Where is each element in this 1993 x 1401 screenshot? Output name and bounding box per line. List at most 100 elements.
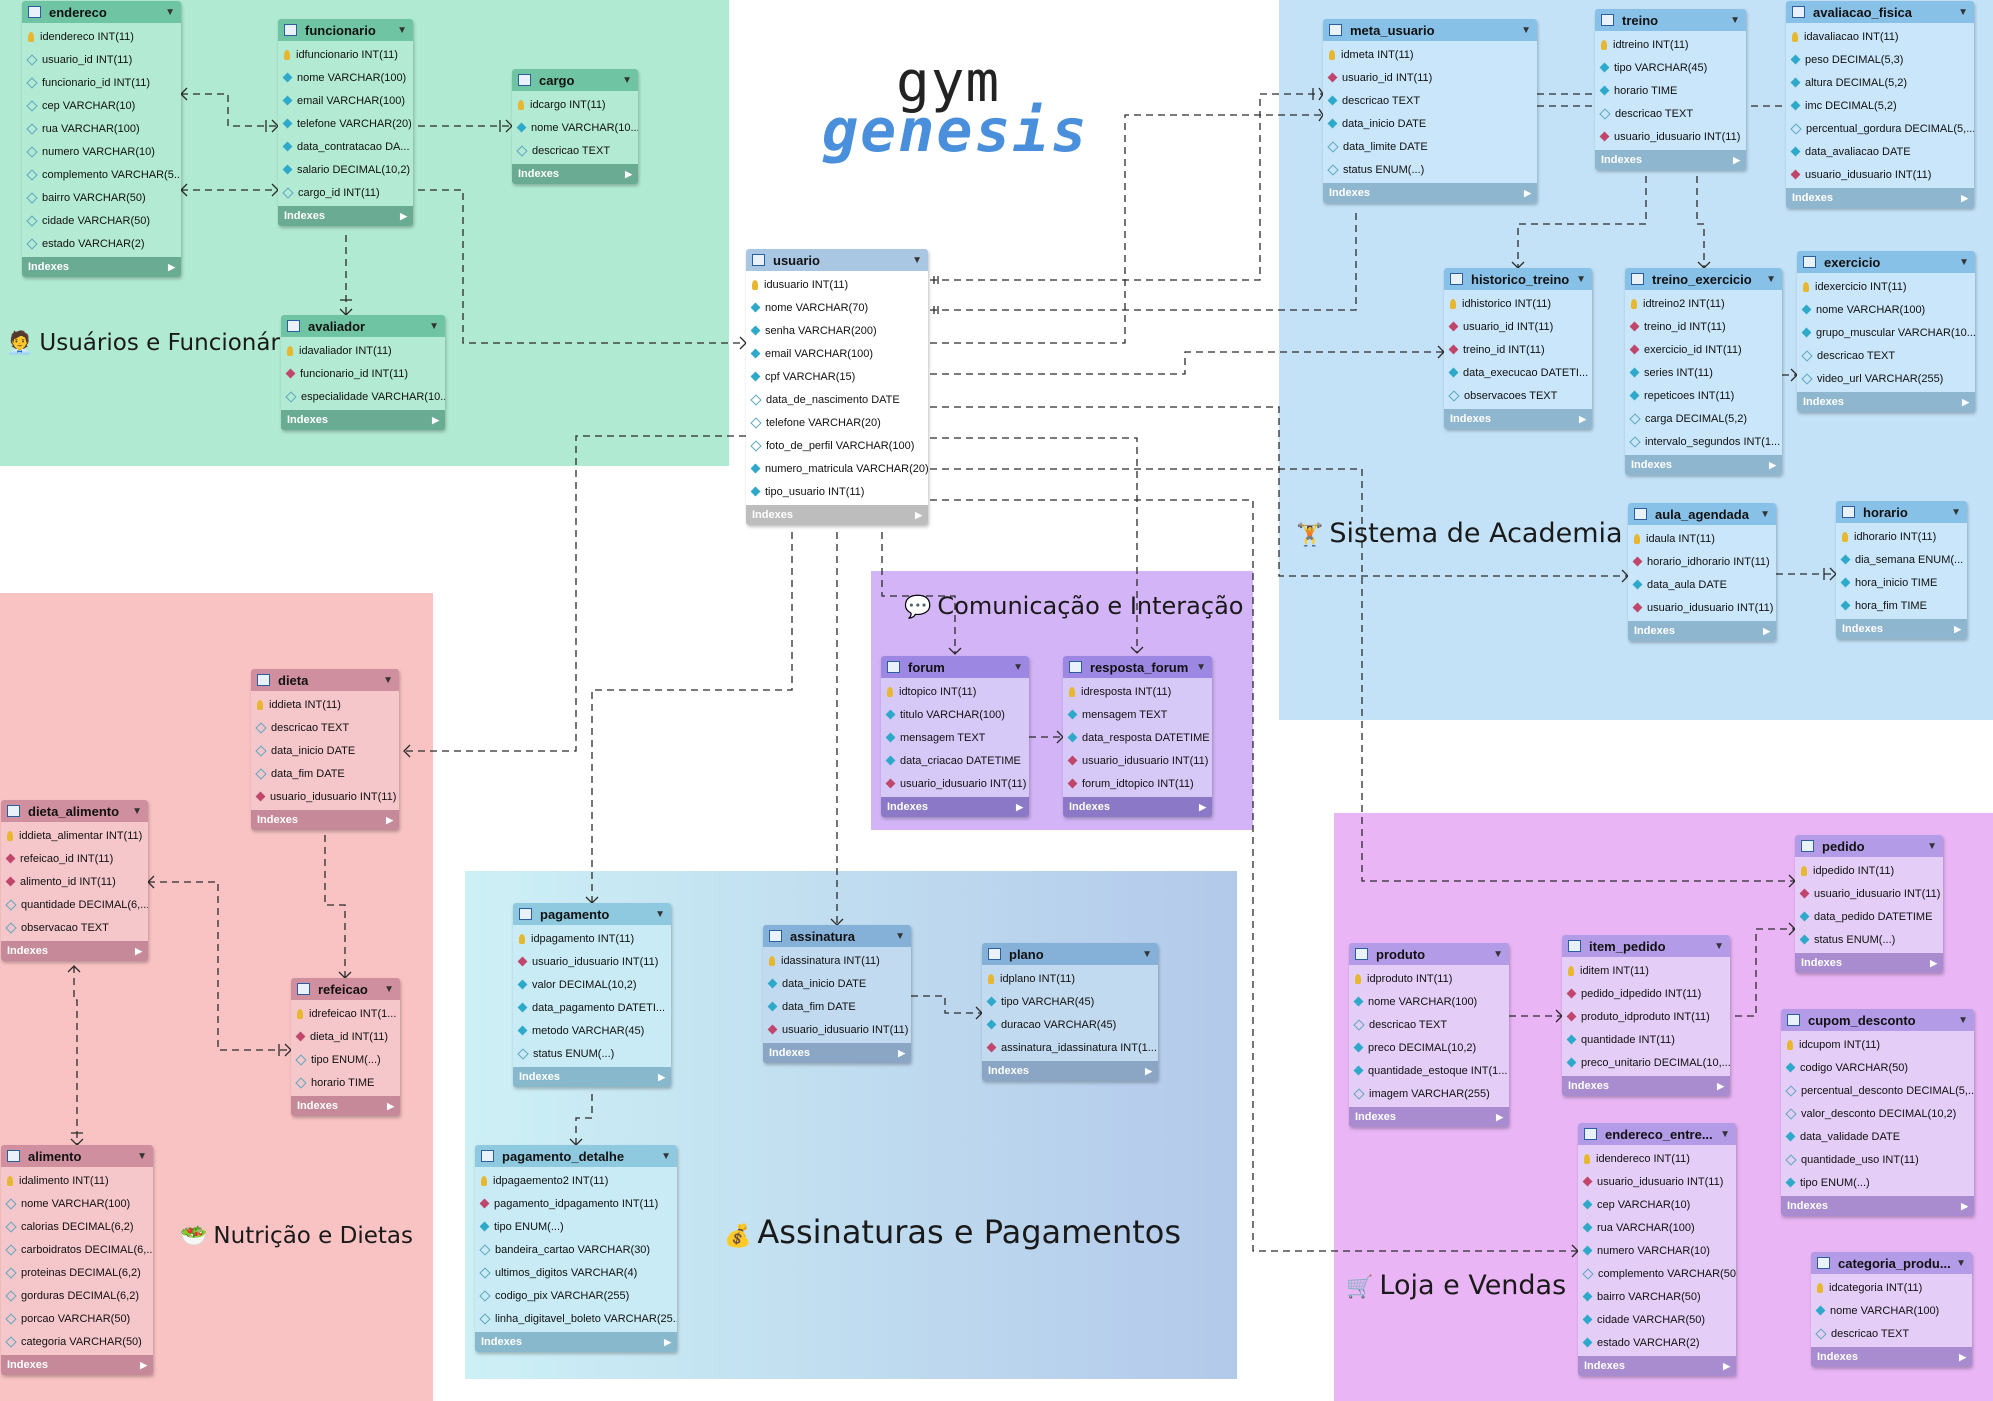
column-row[interactable]: descricao TEXT — [1323, 89, 1537, 112]
column-row[interactable]: tipo ENUM(...) — [291, 1048, 400, 1071]
column-row[interactable]: idavaliacao INT(11) — [1786, 25, 1974, 48]
column-row[interactable]: status ENUM(...) — [1323, 158, 1537, 181]
collapse-arrow-icon[interactable]: ▼ — [1958, 1014, 1968, 1026]
column-row[interactable]: cargo_id INT(11) — [278, 181, 413, 204]
column-row[interactable]: altura DECIMAL(5,2) — [1786, 71, 1974, 94]
column-row[interactable]: repeticoes INT(11) — [1625, 384, 1782, 407]
column-row[interactable]: forum_idtopico INT(11) — [1063, 772, 1212, 795]
column-row[interactable]: idcupom INT(11) — [1781, 1033, 1974, 1056]
column-row[interactable]: refeicao_id INT(11) — [1, 847, 148, 870]
column-row[interactable]: idpedido INT(11) — [1795, 859, 1943, 882]
column-row[interactable]: hora_inicio TIME — [1836, 571, 1967, 594]
indexes-section[interactable]: Indexes▶ — [982, 1061, 1158, 1081]
column-row[interactable]: alimento_id INT(11) — [1, 870, 148, 893]
column-row[interactable]: duracao VARCHAR(45) — [982, 1013, 1158, 1036]
column-row[interactable]: usuario_id INT(11) — [1444, 315, 1592, 338]
column-row[interactable]: descricao TEXT — [1797, 344, 1975, 367]
column-row[interactable]: carga DECIMAL(5,2) — [1625, 407, 1782, 430]
column-row[interactable]: nome VARCHAR(100) — [278, 66, 413, 89]
column-row[interactable]: usuario_idusuario INT(11) — [1063, 749, 1212, 772]
table-treino-exercicio[interactable]: treino_exercicio▼idtreino2 INT(11)treino… — [1625, 268, 1782, 475]
column-row[interactable]: descricao TEXT — [1349, 1013, 1509, 1036]
collapse-arrow-icon[interactable]: ▼ — [895, 930, 905, 942]
column-row[interactable]: idalimento INT(11) — [1, 1169, 153, 1192]
column-row[interactable]: data_avaliacao DATE — [1786, 140, 1974, 163]
table-header[interactable]: aula_agendada▼ — [1628, 503, 1776, 525]
column-row[interactable]: descricao TEXT — [251, 716, 399, 739]
table-exercicio[interactable]: exercicio▼idexercicio INT(11)nome VARCHA… — [1797, 251, 1975, 412]
expand-arrow-icon[interactable]: ▶ — [898, 1047, 905, 1058]
indexes-section[interactable]: Indexes▶ — [1349, 1107, 1509, 1127]
expand-arrow-icon[interactable]: ▶ — [1145, 1065, 1152, 1076]
table-alimento[interactable]: alimento▼idalimento INT(11)nome VARCHAR(… — [1, 1145, 153, 1375]
expand-arrow-icon[interactable]: ▶ — [1961, 1200, 1968, 1211]
column-row[interactable]: idcargo INT(11) — [512, 93, 638, 116]
column-row[interactable]: funcionario_id INT(11) — [281, 362, 445, 385]
column-row[interactable]: nome VARCHAR(10... — [512, 116, 638, 139]
table-pagamento[interactable]: pagamento▼idpagamento INT(11)usuario_idu… — [513, 903, 671, 1087]
table-endereco[interactable]: endereco▼idendereco INT(11)usuario_id IN… — [22, 1, 181, 277]
column-row[interactable]: numero VARCHAR(10) — [1578, 1239, 1736, 1262]
indexes-section[interactable]: Indexes▶ — [1562, 1076, 1730, 1096]
collapse-arrow-icon[interactable]: ▼ — [429, 320, 439, 332]
table-header[interactable]: funcionario▼ — [278, 19, 413, 41]
column-row[interactable]: especialidade VARCHAR(10... — [281, 385, 445, 408]
column-row[interactable]: preco DECIMAL(10,2) — [1349, 1036, 1509, 1059]
collapse-arrow-icon[interactable]: ▼ — [622, 74, 632, 86]
indexes-section[interactable]: Indexes▶ — [1811, 1347, 1972, 1367]
column-row[interactable]: idpagaemento2 INT(11) — [475, 1169, 677, 1192]
indexes-section[interactable]: Indexes▶ — [1578, 1356, 1736, 1376]
expand-arrow-icon[interactable]: ▶ — [432, 414, 439, 425]
column-row[interactable]: idtreino2 INT(11) — [1625, 292, 1782, 315]
column-row[interactable]: descricao TEXT — [512, 139, 638, 162]
column-row[interactable]: tipo_usuario INT(11) — [746, 480, 928, 503]
column-row[interactable]: idproduto INT(11) — [1349, 967, 1509, 990]
table-header[interactable]: cupom_desconto▼ — [1781, 1009, 1974, 1031]
column-row[interactable]: idendereco INT(11) — [22, 25, 181, 48]
column-row[interactable]: proteinas DECIMAL(6,2) — [1, 1261, 153, 1284]
column-row[interactable]: complemento VARCHAR(50) — [1578, 1262, 1736, 1285]
column-row[interactable]: grupo_muscular VARCHAR(10... — [1797, 321, 1975, 344]
column-row[interactable]: hora_fim TIME — [1836, 594, 1967, 617]
column-row[interactable]: data_aula DATE — [1628, 573, 1776, 596]
table-funcionario[interactable]: funcionario▼idfuncionario INT(11)nome VA… — [278, 19, 413, 226]
collapse-arrow-icon[interactable]: ▼ — [661, 1150, 671, 1162]
table-pagamento-detalhe[interactable]: pagamento_detalhe▼idpagaemento2 INT(11)p… — [475, 1145, 677, 1352]
table-header[interactable]: treino▼ — [1595, 9, 1746, 31]
expand-arrow-icon[interactable]: ▶ — [1496, 1111, 1503, 1122]
collapse-arrow-icon[interactable]: ▼ — [1714, 940, 1724, 952]
column-row[interactable]: categoria VARCHAR(50) — [1, 1330, 153, 1353]
column-row[interactable]: complemento VARCHAR(5... — [22, 163, 181, 186]
column-row[interactable]: assinatura_idassinatura INT(1... — [982, 1036, 1158, 1059]
column-row[interactable]: senha VARCHAR(200) — [746, 319, 928, 342]
column-row[interactable]: calorias DECIMAL(6,2) — [1, 1215, 153, 1238]
column-row[interactable]: pagamento_idpagamento INT(11) — [475, 1192, 677, 1215]
collapse-arrow-icon[interactable]: ▼ — [384, 983, 394, 995]
indexes-section[interactable]: Indexes▶ — [1628, 621, 1776, 641]
column-row[interactable]: quantidade DECIMAL(6,... — [1, 893, 148, 916]
collapse-arrow-icon[interactable]: ▼ — [1576, 273, 1586, 285]
column-row[interactable]: data_inicio DATE — [763, 972, 911, 995]
table-item-pedido[interactable]: item_pedido▼iditem INT(11)pedido_idpedid… — [1562, 935, 1730, 1096]
column-row[interactable]: valor DECIMAL(10,2) — [513, 973, 671, 996]
collapse-arrow-icon[interactable]: ▼ — [1730, 14, 1740, 26]
column-row[interactable]: treino_id INT(11) — [1625, 315, 1782, 338]
table-plano[interactable]: plano▼idplano INT(11)tipo VARCHAR(45)dur… — [982, 943, 1158, 1081]
table-avaliador[interactable]: avaliador▼idavaliador INT(11)funcionario… — [281, 315, 445, 430]
collapse-arrow-icon[interactable]: ▼ — [1720, 1128, 1730, 1140]
column-row[interactable]: idtreino INT(11) — [1595, 33, 1746, 56]
column-row[interactable]: codigo_pix VARCHAR(255) — [475, 1284, 677, 1307]
column-row[interactable]: data_contratacao DA... — [278, 135, 413, 158]
table-header[interactable]: dieta▼ — [251, 669, 399, 691]
indexes-section[interactable]: Indexes▶ — [1063, 797, 1212, 817]
expand-arrow-icon[interactable]: ▶ — [387, 1100, 394, 1111]
column-row[interactable]: usuario_idusuario INT(11) — [763, 1018, 911, 1041]
table-header[interactable]: horario▼ — [1836, 501, 1967, 523]
column-row[interactable]: data_inicio DATE — [1323, 112, 1537, 135]
column-row[interactable]: email VARCHAR(100) — [278, 89, 413, 112]
column-row[interactable]: data_limite DATE — [1323, 135, 1537, 158]
table-header[interactable]: avaliacao_fisica▼ — [1786, 1, 1974, 23]
table-header[interactable]: produto▼ — [1349, 943, 1509, 965]
indexes-section[interactable]: Indexes▶ — [1797, 392, 1975, 412]
